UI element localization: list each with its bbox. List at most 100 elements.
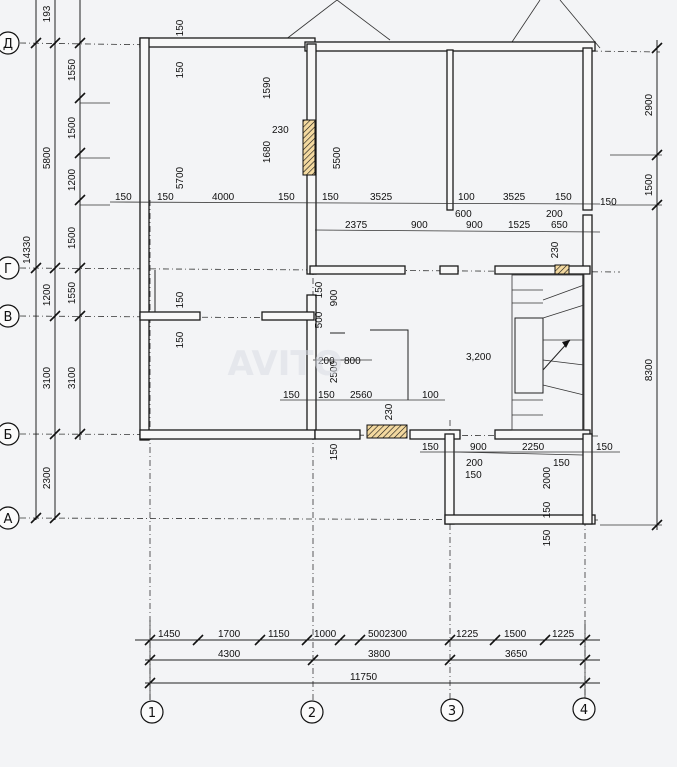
axis-marker-V: [0, 304, 20, 328]
dim-3525-b: 3525: [503, 192, 526, 203]
dim-200-b: 200: [318, 356, 335, 367]
dim-150-d: 150: [322, 192, 339, 203]
dim-1680: 1680: [262, 140, 273, 163]
axis-marker-2: [300, 700, 324, 724]
dim-500: 500: [314, 311, 325, 328]
dim-200-a: 200: [546, 209, 563, 220]
dim-bottom-1700: 1700: [218, 629, 241, 640]
dim-600: 600: [455, 209, 472, 220]
dim-left-1500a: 1500: [67, 116, 78, 139]
dim-150-m: 150: [422, 442, 439, 453]
axis-marker-D: [0, 31, 20, 55]
bottom-dimension-chain: [135, 620, 600, 700]
dim-2250: 2250: [522, 442, 545, 453]
dim-150-k: 150: [318, 390, 335, 401]
dim-left-3100a: 3100: [42, 366, 53, 389]
dim-150-left-room: 150: [175, 61, 186, 78]
dim-right-2900: 2900: [644, 93, 655, 116]
dim-left-1550b: 1550: [67, 281, 78, 304]
chimney-upper: [302, 119, 316, 176]
axis-label-V: В: [4, 310, 13, 325]
dim-right-8300: 8300: [644, 358, 655, 381]
dim-left-1200b: 1200: [42, 283, 53, 306]
axis-label-B: Б: [4, 428, 13, 443]
dim-bottom-1500: 1500: [504, 629, 527, 640]
axis-label-4: 4: [580, 703, 588, 718]
dim-150-r: 150: [542, 529, 553, 546]
dim-left-1500b: 1500: [67, 226, 78, 249]
dim-left-14330: 14330: [22, 236, 33, 264]
dim-150-l: 150: [329, 443, 340, 460]
axis-marker-A: [0, 506, 20, 530]
dim-200-c: 200: [466, 458, 483, 469]
chimney-small: [554, 264, 570, 275]
dim-left-1550a: 1550: [67, 58, 78, 81]
axis-label-2: 2: [308, 706, 316, 721]
dim-2000: 2000: [542, 466, 553, 489]
dim-800: 800: [344, 356, 361, 367]
axis-label-1: 1: [148, 706, 156, 721]
dim-bottom-11750: 11750: [350, 672, 378, 683]
dim-left-3100b: 3100: [67, 366, 78, 389]
dim-100-b: 100: [422, 390, 439, 401]
dim-150-q: 150: [542, 501, 553, 518]
dim-left-5800: 5800: [42, 146, 53, 169]
chimney-lower: [366, 424, 408, 439]
dim-bottom-5002300: 5002300: [368, 629, 407, 640]
axis-marker-1: [140, 700, 164, 724]
dim-left-1200a: 1200: [67, 168, 78, 191]
dim-bottom-1450: 1450: [158, 629, 181, 640]
bottom-dimension-labels: 1450 1700 1150 1000 5002300 1225 1500 12…: [158, 629, 575, 683]
dim-bottom-3800: 3800: [368, 649, 391, 660]
dim-150-g: 150: [314, 281, 325, 298]
axis-markers: Д Г В Б А 1 2 3 4: [0, 31, 596, 724]
dim-900-b: 900: [466, 220, 483, 231]
axis-marker-G: [0, 256, 20, 280]
dim-5700: 5700: [175, 166, 186, 189]
dim-2560: 2560: [350, 390, 373, 401]
dim-bottom-1000: 1000: [314, 629, 337, 640]
dim-150-c: 150: [278, 192, 295, 203]
dim-150-h: 150: [175, 291, 186, 308]
dim-150-p: 150: [465, 470, 482, 481]
dim-4000: 4000: [212, 192, 235, 203]
right-dimension-chain: [600, 40, 663, 531]
dim-900-a: 900: [411, 220, 428, 231]
axis-label-G: Г: [4, 262, 12, 277]
watermark: AVITO: [227, 344, 342, 384]
dim-230-lower: 230: [384, 403, 395, 420]
interior-dimension-labels: 150 150 1590 230 1680 5700 5500 150 150 …: [109, 19, 620, 546]
dim-150-f: 150: [600, 197, 617, 208]
dim-150-o: 150: [553, 458, 570, 469]
dim-3200-level: 3,200: [466, 352, 491, 363]
dim-150-j: 150: [283, 390, 300, 401]
dim-5500: 5500: [332, 146, 343, 169]
dim-150-i: 150: [175, 331, 186, 348]
dim-150-n: 150: [596, 442, 613, 453]
dim-650: 650: [551, 220, 568, 231]
dim-900-d: 900: [470, 442, 487, 453]
dim-bottom-3650: 3650: [505, 649, 528, 660]
dim-150-a: 150: [115, 192, 132, 203]
left-dimension-labels: 193 1550 1500 1200 1500 1200 1550 3100 3…: [22, 5, 78, 489]
dim-230-small: 230: [550, 241, 561, 258]
dim-1590: 1590: [262, 76, 273, 99]
dim-1525: 1525: [508, 220, 531, 231]
dim-left-2300: 2300: [42, 466, 53, 489]
dim-2500: 2500: [329, 360, 340, 383]
staircase: [511, 274, 585, 431]
dim-150-e: 150: [555, 192, 572, 203]
dim-900-c: 900: [329, 289, 340, 306]
dim-left-193: 193: [42, 5, 53, 22]
dim-bottom-1150: 1150: [268, 629, 290, 640]
dim-bottom-1225a: 1225: [456, 629, 479, 640]
axis-marker-3: [440, 698, 464, 722]
axis-marker-4: [572, 697, 596, 721]
dim-right-1500: 1500: [644, 173, 655, 196]
dim-bottom-1225b: 1225: [552, 629, 575, 640]
dim-bottom-4300: 4300: [218, 649, 241, 660]
dim-3525-a: 3525: [370, 192, 393, 203]
dim-150-top-left: 150: [175, 19, 186, 36]
